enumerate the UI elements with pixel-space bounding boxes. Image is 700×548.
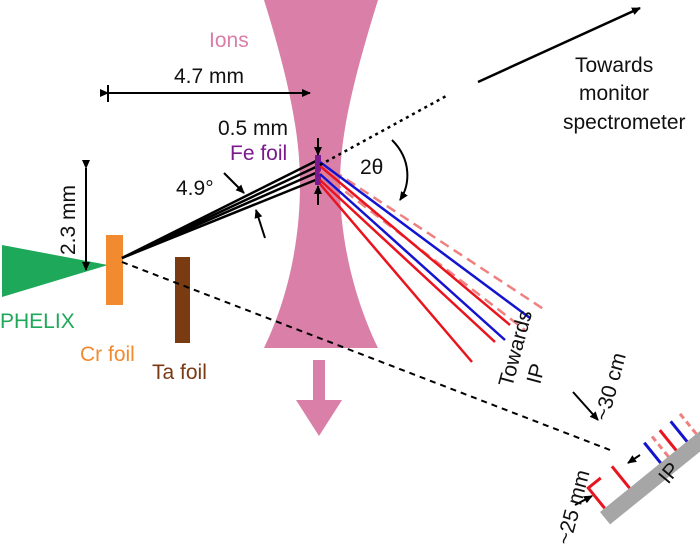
ip-pink-mark bbox=[678, 412, 698, 435]
ip-pink-mark bbox=[650, 435, 670, 458]
label-ions: Ions bbox=[209, 29, 249, 52]
angle-4-9-arrow-upper bbox=[223, 172, 245, 194]
diffracted-blue-line bbox=[319, 173, 506, 341]
cr-foil bbox=[106, 235, 123, 305]
dim-25mm-arrow-right bbox=[627, 454, 641, 464]
monitor-direction-arrow bbox=[477, 6, 641, 84]
towards-ip-arrow bbox=[572, 391, 599, 421]
ip-plate bbox=[600, 425, 700, 525]
label-30cm: ~30 cm bbox=[591, 350, 631, 423]
label-4-7mm: 4.7 mm bbox=[174, 65, 244, 88]
diffracted-red-line bbox=[319, 183, 473, 363]
monitor-direction-dotted bbox=[319, 93, 449, 167]
diffracted-red-line bbox=[319, 179, 496, 343]
label-ta-foil: Ta foil bbox=[152, 361, 207, 384]
label-two-theta: 2θ bbox=[360, 156, 383, 179]
label-towards-monitor-1: Towards bbox=[575, 54, 653, 77]
cr-to-ip-dashed bbox=[121, 261, 611, 451]
ion-arrow-shaft bbox=[313, 360, 325, 404]
label-cr-foil: Cr foil bbox=[80, 343, 135, 366]
diffracted-pink-dashed bbox=[319, 160, 546, 312]
diffracted-red-line bbox=[319, 165, 511, 326]
label-phelix: PHELIX bbox=[0, 310, 75, 333]
fan-line bbox=[121, 177, 319, 260]
label-4-9deg: 4.9° bbox=[176, 177, 214, 200]
fe-foil bbox=[315, 155, 321, 185]
ta-foil bbox=[175, 257, 190, 343]
ip-red-mark bbox=[610, 465, 631, 490]
ip-blue-mark bbox=[643, 441, 662, 464]
ip-plate-group bbox=[586, 412, 700, 525]
label-2-3mm: 2.3 mm bbox=[57, 185, 80, 255]
ip-blue-mark bbox=[669, 420, 689, 443]
label-towards-monitor-2: monitor bbox=[579, 82, 649, 105]
angle-4-9-arrow-lower bbox=[254, 209, 266, 239]
ip-red-mark bbox=[658, 429, 678, 452]
label-25mm: ~25 mm bbox=[553, 467, 595, 547]
label-towards-ip-2: IP bbox=[523, 361, 550, 386]
dim-25mm-arrow-left bbox=[574, 495, 593, 506]
label-0-5mm: 0.5 mm bbox=[218, 117, 288, 140]
label-fe-foil: Fe foil bbox=[230, 142, 287, 165]
ip-red-mark bbox=[586, 476, 606, 510]
label-towards-monitor-3: spectrometer bbox=[563, 111, 686, 134]
phelix-laser-cone bbox=[2, 245, 108, 297]
ion-arrow-head bbox=[296, 400, 342, 436]
two-theta-arc bbox=[391, 139, 409, 201]
diffracted-blue-line bbox=[319, 160, 531, 320]
